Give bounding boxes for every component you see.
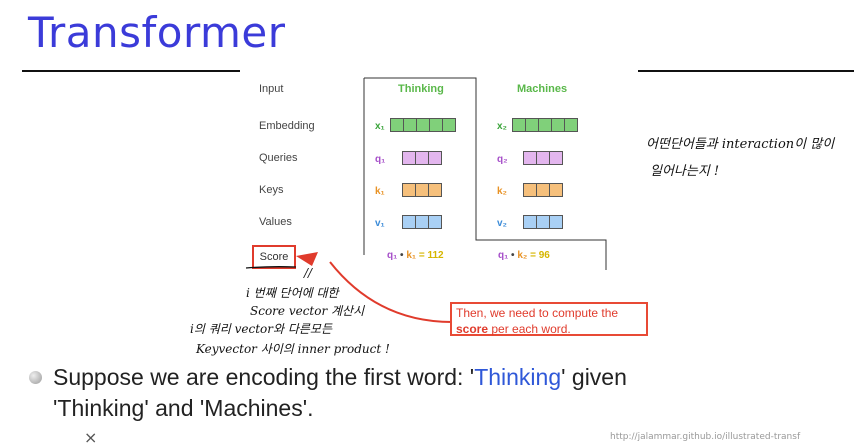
score-thinking-q: q₁ [387,250,398,261]
bullet-text: Suppose we are encoding the first word: … [53,362,813,424]
q1-query-vector [402,151,442,165]
q2-query-vector [523,151,563,165]
slide-title: Transformer [28,8,286,57]
x1-label: x₁ [375,121,385,132]
word-thinking: Thinking [398,83,444,95]
callout-emphasis: score [456,322,489,336]
bullet-part3: ' [53,395,58,421]
bullet-dot-icon [29,371,42,384]
score-machines-dot: • [511,250,515,261]
q2-label: q₂ [497,154,508,165]
bullet-word-machines: Machines [204,395,303,421]
score-thinking-equals: = [418,250,425,261]
v1-label: v₁ [375,218,385,229]
self-attention-figure: Input Embedding Queries Keys Values Thin… [240,70,640,280]
word-machines: Machines [517,83,568,95]
v1-value-vector [402,215,442,229]
score-thinking-dot: • [400,250,404,261]
score-thinking-value: 112 [427,250,444,261]
callout-box: Then, we need to compute the score per e… [450,302,648,336]
title-rule-left [22,70,240,72]
bullet-part4: ' and ' [144,395,205,421]
title-rule-right [638,70,854,72]
score-machines-q: q₁ [498,250,509,261]
handwritten-mark: // [304,266,313,280]
score-machines-equals: = [530,250,536,261]
score-machines: q₁ • k₂ = 96 [498,250,550,261]
k1-label: k₁ [375,186,385,197]
k1-key-vector [402,183,442,197]
row-label-embedding: Embedding [259,120,315,132]
x2-label: x₂ [497,121,508,132]
bottom-x-mark: × [84,428,98,447]
handwritten-note-left-2: Score vector 계산시 [250,304,365,318]
bullet-word-thinking: Thinking [57,395,145,421]
bullet-word-thinking-highlight: Thinking [474,364,562,390]
x1-embedding-vector [390,118,456,132]
bullet-part5: '. [302,395,314,421]
score-machines-value: 96 [538,250,550,261]
handwritten-note-left-1: i 번째 단어에 대한 [246,286,339,300]
bullet-part2: ' given [561,364,627,390]
bullet-part1: Suppose we are encoding the first word: … [53,364,475,390]
column-outline [363,77,607,270]
k2-label: k₂ [497,186,508,197]
v2-label: v₂ [497,218,508,229]
callout-line2: per each word. [488,322,571,336]
callout-line1: Then, we need to compute the [456,306,619,320]
row-label-input: Input [259,83,284,95]
q1-label: q₁ [375,154,386,165]
score-label-highlight: Score [252,245,296,269]
v2-value-vector [523,215,563,229]
score-thinking-k: k₁ [406,250,417,261]
handwritten-note-right-1: 어떤단어들과 interaction이 많이 [646,137,835,152]
row-label-keys: Keys [259,184,284,196]
source-url: http://jalammar.github.io/illustrated-tr… [610,432,801,442]
score-thinking: q₁ • k₁ = 112 [387,250,444,261]
score-machines-k: k₂ [517,250,528,261]
handwritten-note-left-4: Keyvector 사이의 inner product ! [196,342,390,356]
k2-key-vector [523,183,563,197]
handwritten-note-left-3: i의 쿼리 vector와 다른모든 [190,322,332,336]
x2-embedding-vector [512,118,578,132]
row-label-queries: Queries [259,152,298,164]
row-label-values: Values [259,216,292,228]
handwritten-note-right-2: 일어나는지 ! [650,164,720,179]
